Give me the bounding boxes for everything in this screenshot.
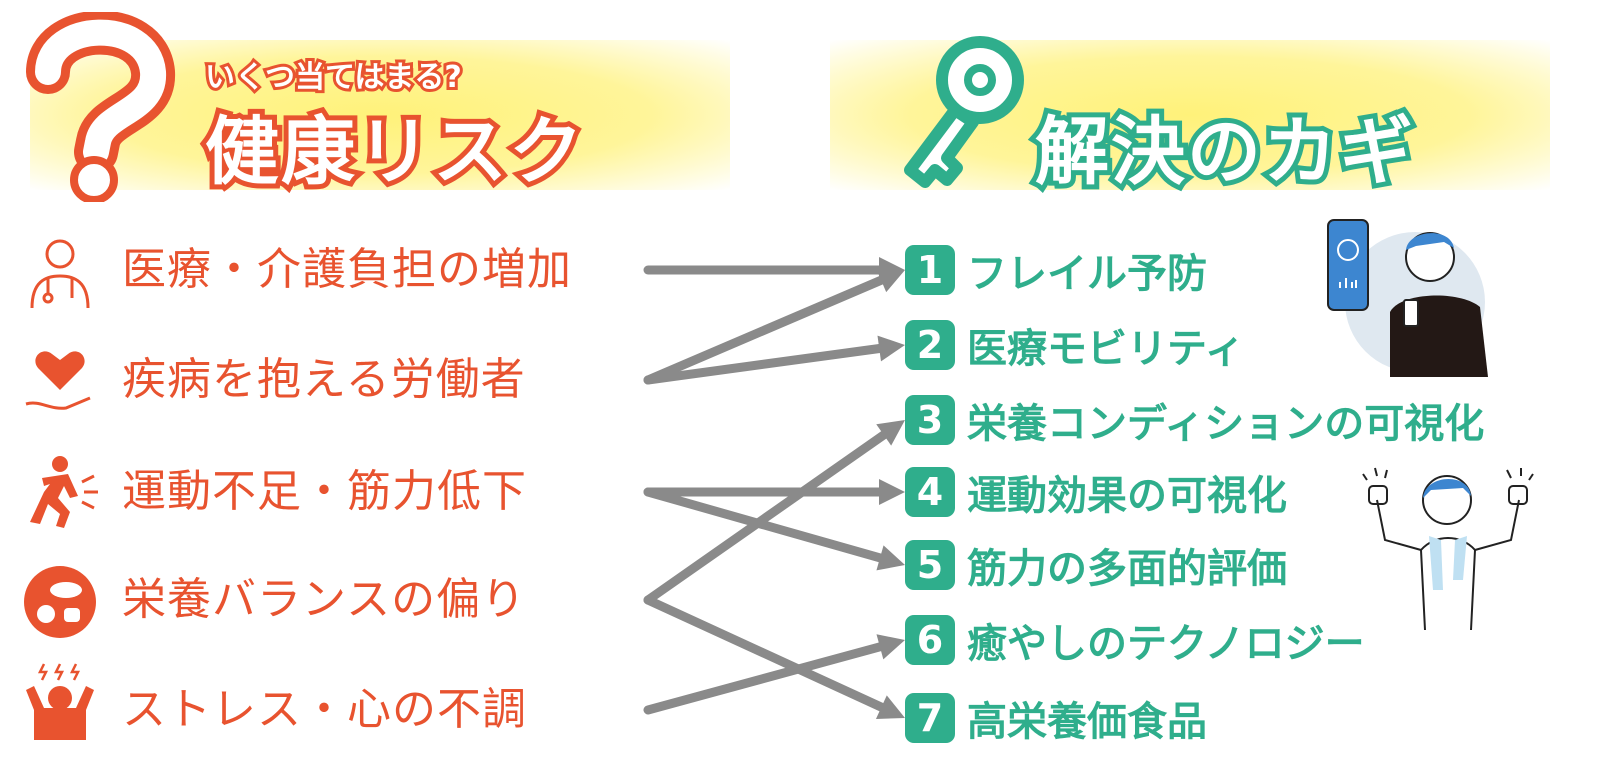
question-mark-icon <box>26 12 175 202</box>
number-badge: 6 <box>905 615 955 665</box>
risk-item-2: 疾病を抱える労働者 <box>122 354 526 405</box>
man-with-smartphone-illustration <box>1327 219 1488 377</box>
arrow-risk-5-to-solution-6 <box>643 634 905 715</box>
risk-item-4: 栄養バランスの偏り <box>122 574 527 625</box>
solution-item-7: 7 高栄養価食品 <box>905 692 1207 745</box>
number-badge: 3 <box>905 395 955 445</box>
number-badge: 7 <box>905 693 955 743</box>
arrow-line <box>643 429 890 605</box>
solution-label: 医療モビリティ <box>967 326 1245 372</box>
arrow-risk-4-to-solution-3 <box>643 420 905 605</box>
solution-label: 筋力の多面的評価 <box>967 546 1287 592</box>
solution-label: 栄養コンディションの可視化 <box>967 401 1485 447</box>
solution-label: 運動効果の可視化 <box>967 473 1287 519</box>
arrow-line <box>643 595 888 713</box>
number-badge: 1 <box>905 245 955 295</box>
arrow-head <box>875 268 905 293</box>
arrow-risk-3-to-solution-5 <box>643 487 905 571</box>
solution-item-5: 5 筋力の多面的評価 <box>905 539 1287 592</box>
risk-item-3: 運動不足・筋力低下 <box>122 466 527 517</box>
arrow-risk-2-to-solution-2 <box>643 335 905 385</box>
solution-label: 高栄養価食品 <box>967 699 1207 745</box>
risk-item-1: 医療・介護負担の増加 <box>122 244 572 295</box>
risk-item-5: ストレス・心の不調 <box>122 684 527 735</box>
man-cheering-illustration <box>1362 467 1534 630</box>
injured-runner-icon <box>30 456 98 528</box>
key-icon <box>904 36 1024 188</box>
arrow-risk-4-to-solution-7 <box>643 595 905 719</box>
solution-item-4: 4 運動効果の可視化 <box>905 466 1287 519</box>
doctor-icon <box>30 239 90 309</box>
solution-label: 癒やしのテクノロジー <box>967 621 1365 667</box>
arrow-risk-1-to-solution-1 <box>643 257 905 283</box>
right-header-title: 解決のカギ <box>1030 104 1418 200</box>
solution-item-6: 6 癒やしのテクノロジー <box>905 614 1365 667</box>
arrow-head <box>876 545 905 571</box>
solution-item-2: 2 医療モビリティ <box>905 319 1245 372</box>
arrow-line <box>643 274 888 385</box>
arrow-risk-2-to-solution-1 <box>643 268 905 385</box>
arrow-head <box>876 634 905 660</box>
stressed-person-icon <box>26 663 94 740</box>
left-header-title: 健康リスク <box>200 104 588 200</box>
arrow-line <box>643 641 887 715</box>
arrow-line <box>643 487 887 563</box>
number-badge: 2 <box>905 320 955 370</box>
heart-hand-icon <box>25 351 91 410</box>
arrow-head <box>877 335 905 362</box>
arrow-line <box>643 343 886 385</box>
number-badge: 5 <box>905 540 955 590</box>
solution-item-1: 1 フレイル予防 <box>905 244 1207 297</box>
left-header-subtitle: いくつ当てはまる? <box>202 57 465 98</box>
food-icon <box>24 566 96 638</box>
arrow-head <box>876 420 905 446</box>
arrow-risk-3-to-solution-4 <box>643 479 905 505</box>
arrow-head <box>875 695 905 719</box>
solution-label: フレイル予防 <box>967 251 1207 297</box>
number-badge: 4 <box>905 467 955 517</box>
solution-item-3: 3 栄養コンディションの可視化 <box>905 394 1485 447</box>
arrow-head <box>879 479 905 505</box>
